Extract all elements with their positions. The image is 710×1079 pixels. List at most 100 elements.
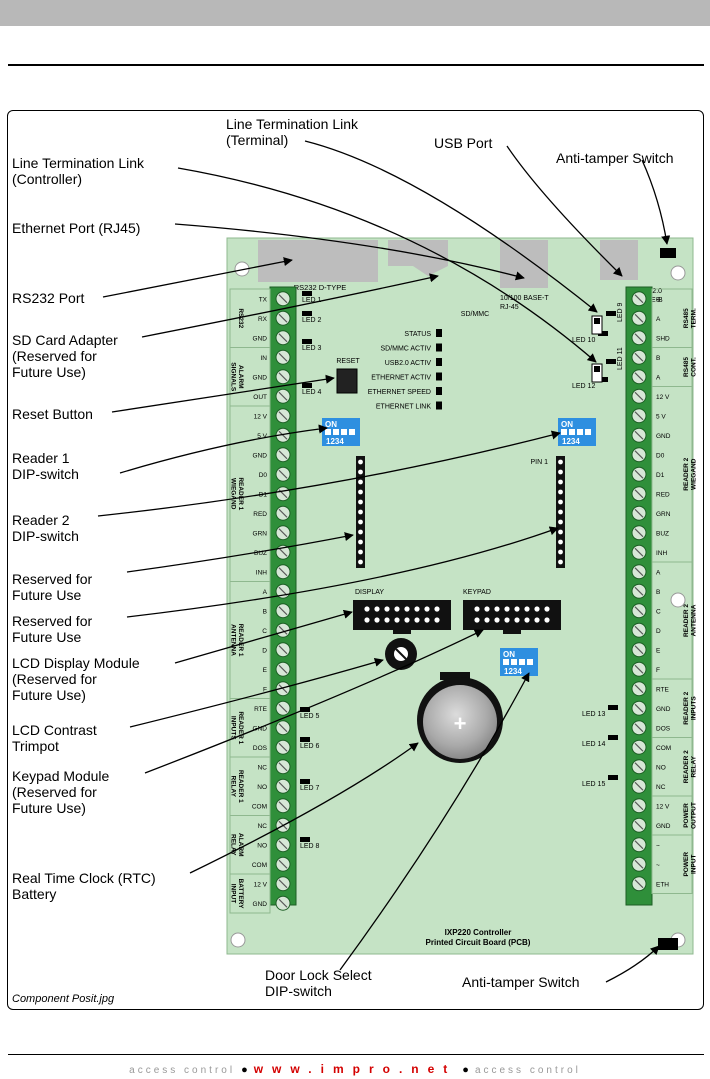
terminal-screw [278, 625, 288, 635]
led-indicator [608, 775, 618, 780]
terminal-pin-label: 12 V [656, 394, 670, 401]
callout-arrow [144, 629, 484, 774]
dip-on-label: ON [325, 420, 337, 429]
terminal-group-label: POWERINPUT [683, 852, 698, 877]
terminal-pin-label: B [263, 608, 267, 615]
terminal-pin-label: F [263, 686, 267, 693]
terminal-screw [278, 840, 288, 850]
status-led [436, 372, 442, 381]
led-indicator [598, 377, 608, 382]
header-pin [558, 529, 563, 535]
callout-arrow [339, 672, 530, 971]
lcd-display-header [393, 628, 411, 634]
callout-arrow [605, 945, 660, 983]
header-pin [434, 606, 440, 612]
terminal-screw [278, 567, 288, 577]
status-led-label: USB2.0 ACTIV [385, 360, 432, 367]
terminal-screw [634, 820, 644, 830]
terminal-screw [278, 372, 288, 382]
terminal-screw [278, 898, 288, 908]
anti-tamper-switch-bottom [658, 938, 678, 950]
terminal-pin-label: NC [258, 764, 268, 771]
header-pin [414, 606, 420, 612]
header-pin [558, 479, 563, 485]
callout-label: Ethernet Port (RJ45) [12, 220, 140, 236]
header-pin [424, 606, 430, 612]
keypad-header [463, 600, 561, 630]
header-pin [558, 519, 563, 525]
terminal-pin-label: RED [656, 491, 670, 498]
header-pin [504, 606, 510, 612]
terminal-pin-label: BUZ [656, 530, 669, 537]
terminal-screw [278, 645, 288, 655]
terminal-group-label: ALARMRELAY [230, 833, 245, 856]
callout-label: Real Time Clock (RTC)Battery [12, 870, 156, 902]
callout-label: USB Port [434, 135, 492, 151]
led-label: LED 7 [300, 785, 320, 792]
rs232-label: RS232 D-TYPE [294, 283, 347, 292]
led-indicator [300, 779, 310, 784]
dip-lever [503, 659, 509, 665]
callout-arrow [641, 159, 671, 245]
terminal-screw [634, 547, 644, 557]
dip-lever [519, 659, 525, 665]
dip-number-label: 1234 [326, 437, 344, 446]
terminal-screw [634, 313, 644, 323]
header-pin [358, 459, 363, 465]
header-pin [358, 479, 363, 485]
header-pin [358, 469, 363, 475]
led-label: LED 1 [302, 297, 322, 304]
terminal-pin-label: GND [253, 452, 268, 459]
terminal-pin-label: D1 [656, 472, 665, 479]
header-pin [558, 539, 563, 545]
terminal-screw [634, 645, 644, 655]
footer-url[interactable]: www.impro.net [253, 1062, 457, 1076]
callout-arrow [102, 257, 293, 298]
header-pin [358, 549, 363, 555]
terminal-screw [278, 879, 288, 889]
figure-caption: Component Posit.jpg [12, 993, 115, 1005]
footer-rule [8, 1054, 704, 1055]
led-label: LED 4 [302, 389, 322, 396]
dip-lever [325, 429, 331, 435]
terminal-pin-label: NO [257, 842, 267, 849]
footer-dot: ● [462, 1064, 469, 1076]
terminal-screw [634, 625, 644, 635]
mounting-hole [230, 932, 246, 948]
terminal-screw [278, 352, 288, 362]
header-pin [358, 499, 363, 505]
terminal-screw [634, 840, 644, 850]
terminal-screw [634, 567, 644, 577]
led-indicator [606, 311, 616, 316]
terminal-screw [634, 430, 644, 440]
terminal-pin-label: ETH [656, 881, 669, 888]
footer-dot: ● [241, 1064, 248, 1076]
terminal-pin-label: INH [656, 550, 668, 557]
led-label: LED 15 [582, 781, 605, 788]
callout-label: Anti-tamper Switch [556, 150, 673, 166]
header-pin [524, 617, 530, 623]
led-label: LED 2 [302, 317, 322, 324]
terminal-screw [634, 352, 644, 362]
dip-lever [569, 429, 575, 435]
terminal-screw [634, 664, 644, 674]
terminal-screw [634, 801, 644, 811]
callout-arrow [189, 742, 419, 874]
header-pin [558, 549, 563, 555]
terminal-pin-label: D0 [656, 452, 665, 459]
terminal-screw [634, 879, 644, 889]
terminal-pin-label: GND [253, 374, 268, 381]
callout-arrow [506, 145, 623, 277]
lcd-contrast-trimpot [395, 648, 407, 660]
ethernet-port [500, 240, 548, 288]
sdmmc-label: SD/MMC [461, 311, 489, 318]
led-label: LED 12 [572, 383, 595, 390]
status-led-label: STATUS [404, 331, 431, 338]
terminal-pin-label: A [656, 316, 661, 323]
rs232-connector [258, 240, 378, 282]
status-led-label: ETHERNET ACTIV [371, 375, 431, 382]
terminal-screw [634, 723, 644, 733]
